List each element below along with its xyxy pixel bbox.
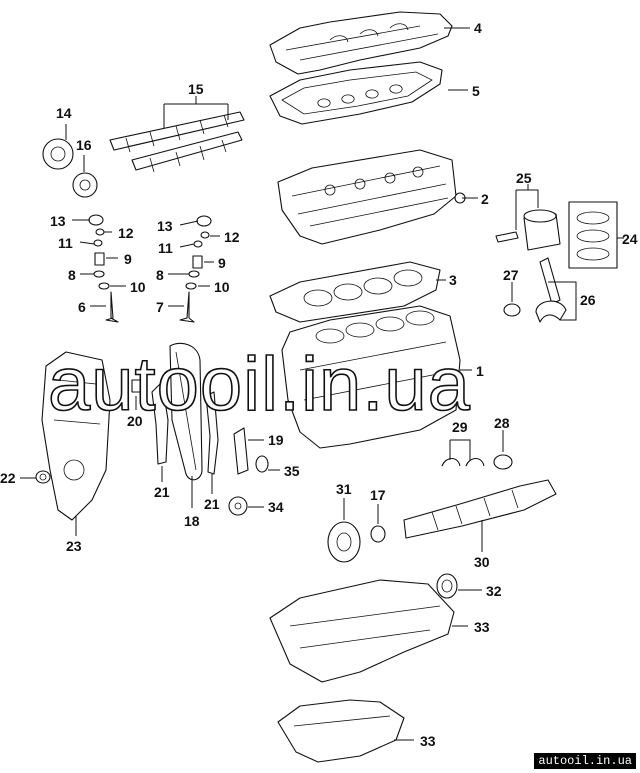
crank-sprocket-part — [370, 525, 386, 543]
callout-11a: 11 — [58, 235, 73, 251]
callout-13b: 13 — [157, 218, 173, 234]
callout-10a: 10 — [130, 279, 146, 295]
callout-7: 7 — [156, 299, 164, 315]
oil-pump-sprocket-part — [228, 496, 248, 516]
callout-15: 15 — [188, 81, 204, 97]
callout-21b: 21 — [204, 496, 220, 512]
crank-pulley-part — [327, 521, 361, 563]
callout-14: 14 — [56, 105, 72, 121]
callout-20: 20 — [127, 413, 143, 429]
callout-19: 19 — [268, 432, 284, 448]
piston-rings-part — [568, 201, 618, 269]
callout-13a: 13 — [50, 213, 66, 229]
valve-cover-gasket-part — [269, 61, 443, 125]
callout-17: 17 — [370, 487, 386, 503]
callout-30: 30 — [474, 554, 490, 570]
valvetrain-set-a-part — [88, 214, 119, 323]
callout-1: 1 — [476, 363, 484, 379]
cam-sprocket-part — [72, 172, 98, 198]
footer-watermark: autooil.in.ua — [534, 753, 636, 769]
callout-21a: 21 — [154, 484, 170, 500]
thrust-washers-part — [441, 457, 485, 467]
callout-8a: 8 — [68, 267, 76, 283]
callout-18: 18 — [184, 513, 200, 529]
callout-16: 16 — [76, 137, 92, 153]
valvetrain-set-b-part — [179, 215, 212, 323]
crankshaft-part — [403, 479, 557, 539]
cylinder-head-part — [277, 149, 466, 245]
main-bearing-part — [493, 454, 513, 470]
callout-10b: 10 — [214, 279, 230, 295]
callout-24: 24 — [622, 231, 638, 247]
callout-12a: 12 — [118, 225, 134, 241]
leader-lines — [20, 27, 624, 741]
valve-cover-part — [269, 11, 453, 75]
callout-22: 22 — [0, 470, 16, 486]
callout-26: 26 — [580, 292, 596, 308]
callout-31: 31 — [336, 481, 352, 497]
lower-oil-pan-part — [277, 699, 405, 763]
chain-guide-small-part — [255, 455, 269, 473]
callout-35: 35 — [284, 463, 300, 479]
upper-oil-pan-part — [269, 579, 455, 683]
camshaft-part — [109, 111, 245, 173]
callout-29: 29 — [452, 419, 468, 435]
rear-main-seal-part — [436, 573, 458, 599]
callout-27: 27 — [503, 267, 519, 283]
watermark-text: autooil.in.ua — [48, 342, 471, 427]
vvt-actuator-part — [42, 138, 74, 170]
front-seal-part — [35, 470, 51, 484]
callout-labels: 4 5 15 14 16 2 25 24 13 12 11 9 8 10 6 1… — [0, 20, 638, 749]
callout-9b: 9 — [218, 255, 226, 271]
oil-pump-chain-part — [233, 427, 249, 475]
connecting-rod-part — [503, 257, 567, 323]
callout-32: 32 — [486, 583, 502, 599]
callout-4: 4 — [474, 20, 482, 36]
callout-6: 6 — [78, 299, 86, 315]
timing-chain-part — [169, 342, 203, 481]
head-gasket-part — [269, 261, 441, 323]
engine-block-part — [281, 305, 461, 449]
callout-3: 3 — [449, 272, 457, 288]
callout-33-lower: 33 — [420, 733, 436, 749]
callout-2: 2 — [481, 191, 489, 207]
piston-part — [495, 209, 561, 251]
timing-cover-part — [41, 351, 111, 521]
callout-12b: 12 — [224, 229, 240, 245]
callout-5: 5 — [472, 83, 480, 99]
callout-11b: 11 — [158, 240, 173, 256]
timing-chain-guides-part — [151, 381, 219, 475]
callout-9a: 9 — [124, 251, 132, 267]
callout-25: 25 — [516, 170, 532, 186]
chain-tensioner-part — [131, 379, 145, 393]
callout-8b: 8 — [156, 267, 164, 283]
callout-34: 34 — [268, 499, 284, 515]
callout-33-upper: 33 — [474, 619, 490, 635]
callout-28: 28 — [494, 415, 510, 431]
callout-23: 23 — [66, 538, 82, 554]
